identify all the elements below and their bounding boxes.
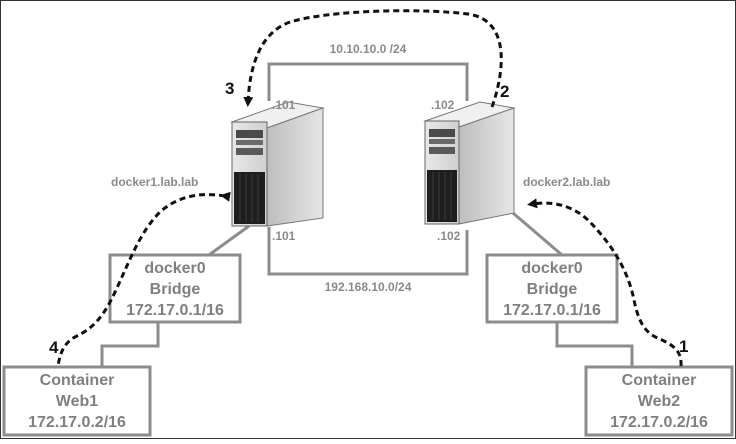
bridge-left-line2: Bridge [150,281,201,298]
host2-ip-bottom: .102 [437,229,461,243]
network-label-bottom: 192.168.10.0/24 [325,280,412,294]
bridge-right-line2: Bridge [527,281,578,298]
host2-ip-top: .102 [431,98,455,112]
bridge-box-right [485,253,619,324]
bridge-right-line3: 172.17.0.1/16 [503,302,601,319]
container-web1-line2: Web1 [56,393,98,410]
host1-name: docker1.lab.lab [111,175,198,189]
bridge-box-left [108,253,242,324]
packet-flow [56,9,683,367]
container-web1-line3: 172.17.0.2/16 [28,414,126,431]
link-bridge-right-web2 [555,322,634,367]
host2-name: docker2.lab.lab [523,175,610,189]
bridge-right-line1: docker0 [521,260,582,277]
link-host1-bridge-left [208,224,250,257]
container-web1-line1: Container [40,372,115,389]
network-label-top: 10.10.10.0 /24 [330,42,407,56]
flow-arrow-4 [56,191,231,367]
bridge-left-line3: 172.17.0.1/16 [126,302,224,319]
step-label-4: 4 [49,338,59,357]
step-label-3: 3 [225,79,234,98]
container-web2-line3: 172.17.0.2/16 [610,414,708,431]
container-box-web2 [584,365,734,437]
host1-ip-top: .101 [272,98,296,112]
network-link-bottom [267,227,469,276]
container-web2-line1: Container [622,372,697,389]
container-web2-line2: Web2 [638,393,680,410]
host1-ip-bottom: .101 [272,229,296,243]
server-icon-docker1 [230,101,325,227]
network-links [100,62,634,367]
link-bridge-left-web1 [100,322,160,367]
step-label-2: 2 [500,82,509,101]
container-box-web1 [2,365,152,437]
step-label-1: 1 [679,337,688,356]
flow-arrow-1 [527,198,683,367]
bridge-left-line1: docker0 [144,260,205,277]
server-icon-docker2 [423,101,516,225]
link-host2-bridge-right [512,211,563,257]
flow-arrow-2-3 [243,9,503,108]
network-link-top [267,62,469,101]
